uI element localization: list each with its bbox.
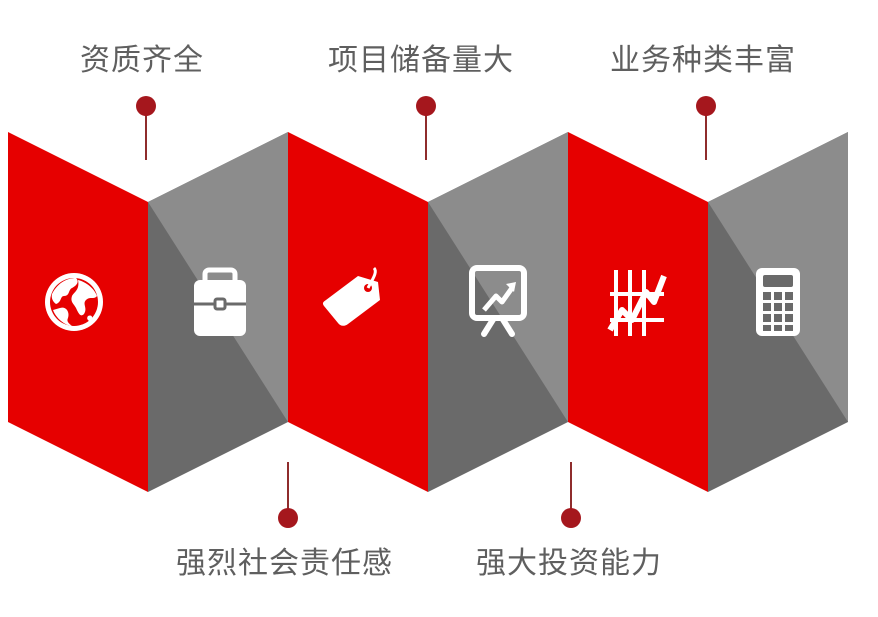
globe-icon	[45, 273, 103, 331]
panel-4-shade	[428, 132, 568, 422]
pin-line-top-1	[145, 108, 147, 160]
pin-dot-top-1	[136, 96, 156, 116]
label-bottom-2: 强大投资能力	[476, 546, 662, 581]
label-top-3: 业务种类丰富	[610, 43, 796, 78]
pin-dot-top-3	[696, 96, 716, 116]
pin-line-top-2	[425, 108, 427, 160]
calculator-icon	[756, 268, 800, 336]
pin-line-top-3	[705, 108, 707, 160]
briefcase-icon	[194, 267, 246, 336]
presentation-chart-icon	[469, 265, 527, 337]
pin-dot-bottom-2	[561, 508, 581, 528]
label-bottom-1: 强烈社会责任感	[176, 546, 393, 581]
stock-chart-icon	[607, 270, 667, 336]
pin-line-bottom-1	[287, 462, 289, 514]
pin-dot-bottom-1	[278, 508, 298, 528]
pin-line-bottom-2	[570, 462, 572, 514]
label-top-1: 资质齐全	[80, 43, 204, 78]
pin-dot-top-2	[416, 96, 436, 116]
panel-2-shade	[148, 132, 288, 422]
price-tag-icon	[322, 266, 380, 326]
label-top-2: 项目储备量大	[328, 43, 514, 78]
